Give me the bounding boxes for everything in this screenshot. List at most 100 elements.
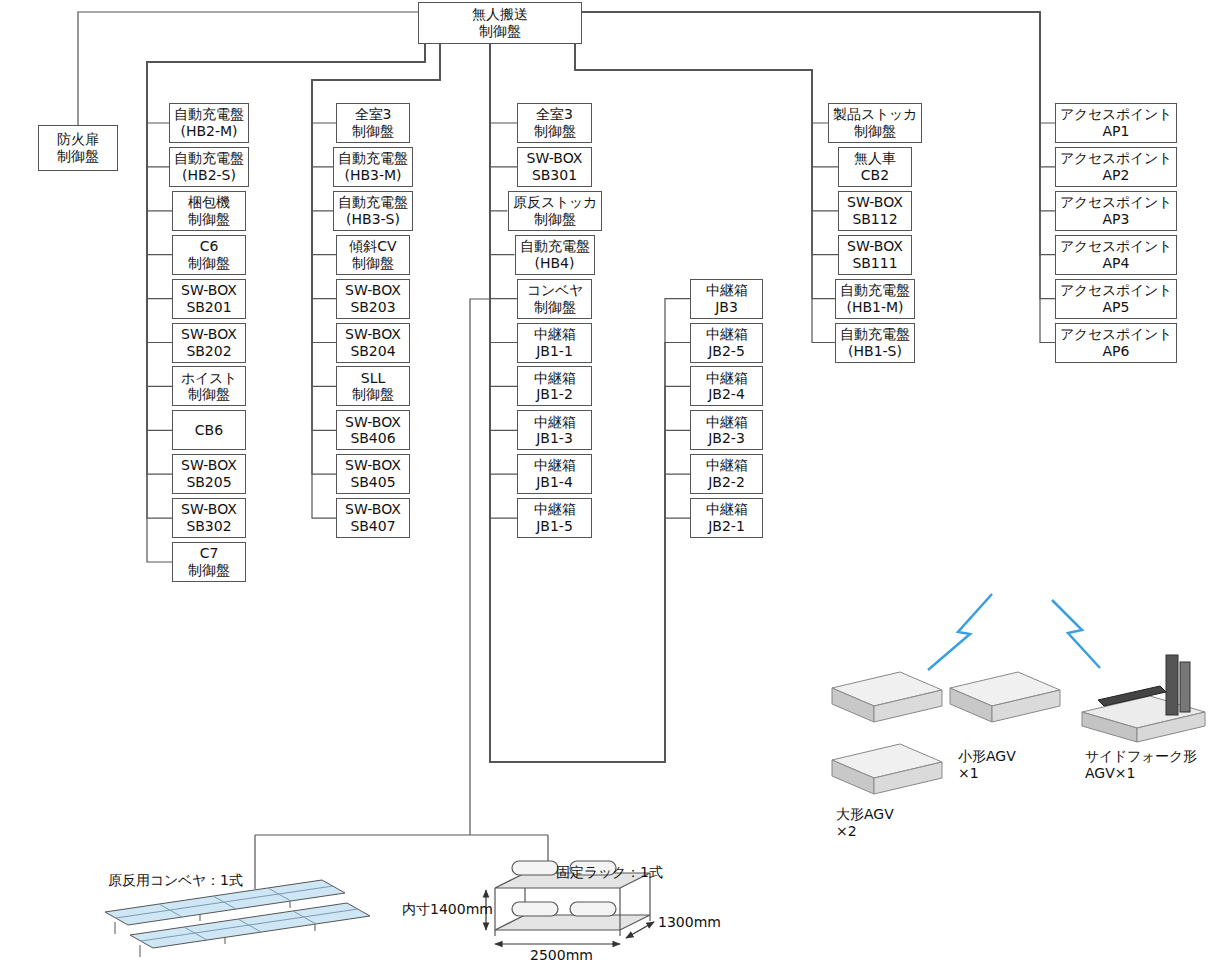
box-label: 中継箱 JB2-4 [706, 370, 748, 404]
connector [147, 44, 425, 430]
text-line: 中継箱 [706, 501, 748, 517]
text-line: 全室3 [355, 106, 392, 122]
text-line: 中継箱 [706, 282, 748, 298]
connector [575, 44, 835, 299]
text-line: 自動充電盤 [174, 150, 244, 166]
panel-box: アクセスポイント AP5 [1055, 279, 1177, 319]
panel-box: 自動充電盤 (HB3-M) [333, 147, 413, 187]
box-label: アクセスポイント AP2 [1060, 150, 1172, 184]
text-line: 中継箱 [534, 414, 576, 430]
equipment-wire [255, 299, 548, 889]
text-line: SW-BOX [181, 282, 237, 298]
text-line: 制御盤 [352, 123, 394, 139]
text-line: (HB3-S) [346, 211, 400, 227]
panel-box: 無人搬送 制御盤 [418, 2, 582, 44]
panel-box: SW-BOX SB301 [517, 147, 592, 187]
connector [490, 44, 690, 762]
text-line: AP1 [1103, 123, 1130, 139]
box-label: 製品ストッカ 制御盤 [833, 106, 917, 140]
connector [490, 44, 517, 123]
conveyor-illustration [105, 880, 370, 957]
text-line: AP4 [1103, 255, 1130, 271]
caption-text: 固定ラック：1式 [556, 864, 663, 881]
box-label: 中継箱 JB1-3 [534, 414, 576, 448]
text-line: SW-BOX [181, 457, 237, 473]
panel-box: 中継箱 JB2-1 [690, 498, 763, 538]
text-line: SW-BOX [527, 150, 583, 166]
panel-box: 中継箱 JB1-2 [517, 366, 592, 406]
connector [490, 44, 690, 762]
text-line: (HB2-S) [182, 167, 236, 183]
text-line: SB301 [532, 167, 577, 183]
text-line: 梱包機 [188, 194, 230, 210]
connector [490, 44, 690, 762]
connector [312, 44, 440, 474]
panel-box: 自動充電盤 (HB4) [515, 235, 595, 275]
text-line: 無人車 [854, 150, 896, 166]
panel-box: 中継箱 JB2-5 [690, 323, 763, 363]
panel-box: アクセスポイント AP4 [1055, 235, 1177, 275]
text-line: アクセスポイント [1060, 282, 1172, 298]
text-line: 小形AGV [958, 748, 1016, 764]
panel-box: 傾斜CV 制御盤 [336, 235, 410, 275]
connector [147, 44, 425, 474]
connector [312, 44, 440, 255]
text-line: (HB1-M) [846, 299, 903, 315]
caption-text: 原反用コンベヤ：1式 [108, 872, 243, 889]
text-line: JB3 [715, 299, 738, 315]
box-label: SW-BOX SB203 [345, 282, 401, 316]
text-line: SLL [361, 370, 386, 386]
text-line: アクセスポイント [1060, 238, 1172, 254]
text-line: 制御盤 [534, 299, 576, 315]
panel-box: 原反ストッカ 制御盤 [508, 191, 602, 231]
connector [575, 44, 835, 343]
box-label: SW-BOX SB302 [181, 501, 237, 535]
text-line: SW-BOX [181, 501, 237, 517]
text-line: 制御盤 [188, 255, 230, 271]
connector [582, 12, 1055, 255]
connector [147, 44, 425, 518]
text-line: 制御盤 [352, 386, 394, 402]
box-label: SW-BOX SB111 [847, 238, 903, 272]
text-line: 防火扉 [57, 131, 99, 147]
text-line: SW-BOX [345, 501, 401, 517]
text-line: 中継箱 [534, 501, 576, 517]
wireless-symbol [1052, 600, 1100, 668]
panel-box: 自動充電盤 (HB1-S) [835, 323, 915, 363]
text-line: AP2 [1103, 167, 1130, 183]
box-label: コンベヤ 制御盤 [527, 282, 583, 316]
connector [312, 44, 440, 123]
connector [147, 44, 425, 299]
caption-text: 小形AGV ×1 [958, 748, 1016, 782]
text-line: アクセスポイント [1060, 194, 1172, 210]
box-label: C6 制御盤 [188, 238, 230, 272]
panel-box: 無人車 CB2 [838, 147, 912, 187]
caption-label: 原反用コンベヤ：1式 [108, 872, 243, 889]
box-label: 自動充電盤 (HB2-M) [174, 106, 244, 140]
panel-box: SW-BOX SB203 [336, 279, 410, 319]
text-line: SW-BOX [345, 282, 401, 298]
box-label: 中継箱 JB2-3 [706, 414, 748, 448]
text-line: 自動充電盤 [520, 238, 590, 254]
panel-box: 中継箱 JB1-5 [517, 498, 592, 538]
caption-label: 2500mm [530, 947, 593, 964]
connector [575, 44, 838, 255]
box-label: SW-BOX SB405 [345, 457, 401, 491]
panel-box: 全室3 制御盤 [517, 103, 592, 143]
text-line: 中継箱 [706, 457, 748, 473]
box-label: SW-BOX SB112 [847, 194, 903, 228]
box-label: 中継箱 JB2-5 [706, 326, 748, 360]
box-label: 中継箱 JB1-1 [534, 326, 576, 360]
box-label: 中継箱 JB1-5 [534, 501, 576, 535]
text-line: 中継箱 [534, 326, 576, 342]
caption-text: 内寸1400mm [402, 901, 493, 918]
text-line: SB202 [186, 343, 231, 359]
text-line: SB205 [186, 474, 231, 490]
panel-box: 製品ストッカ 制御盤 [828, 103, 922, 143]
text-line: アクセスポイント [1060, 150, 1172, 166]
panel-box: ホイスト 制御盤 [172, 366, 246, 406]
panel-box: SW-BOX SB112 [838, 191, 912, 231]
text-line: JB1-2 [536, 386, 573, 402]
box-label: 自動充電盤 (HB1-S) [840, 326, 910, 360]
box-label: 梱包機 制御盤 [188, 194, 230, 228]
